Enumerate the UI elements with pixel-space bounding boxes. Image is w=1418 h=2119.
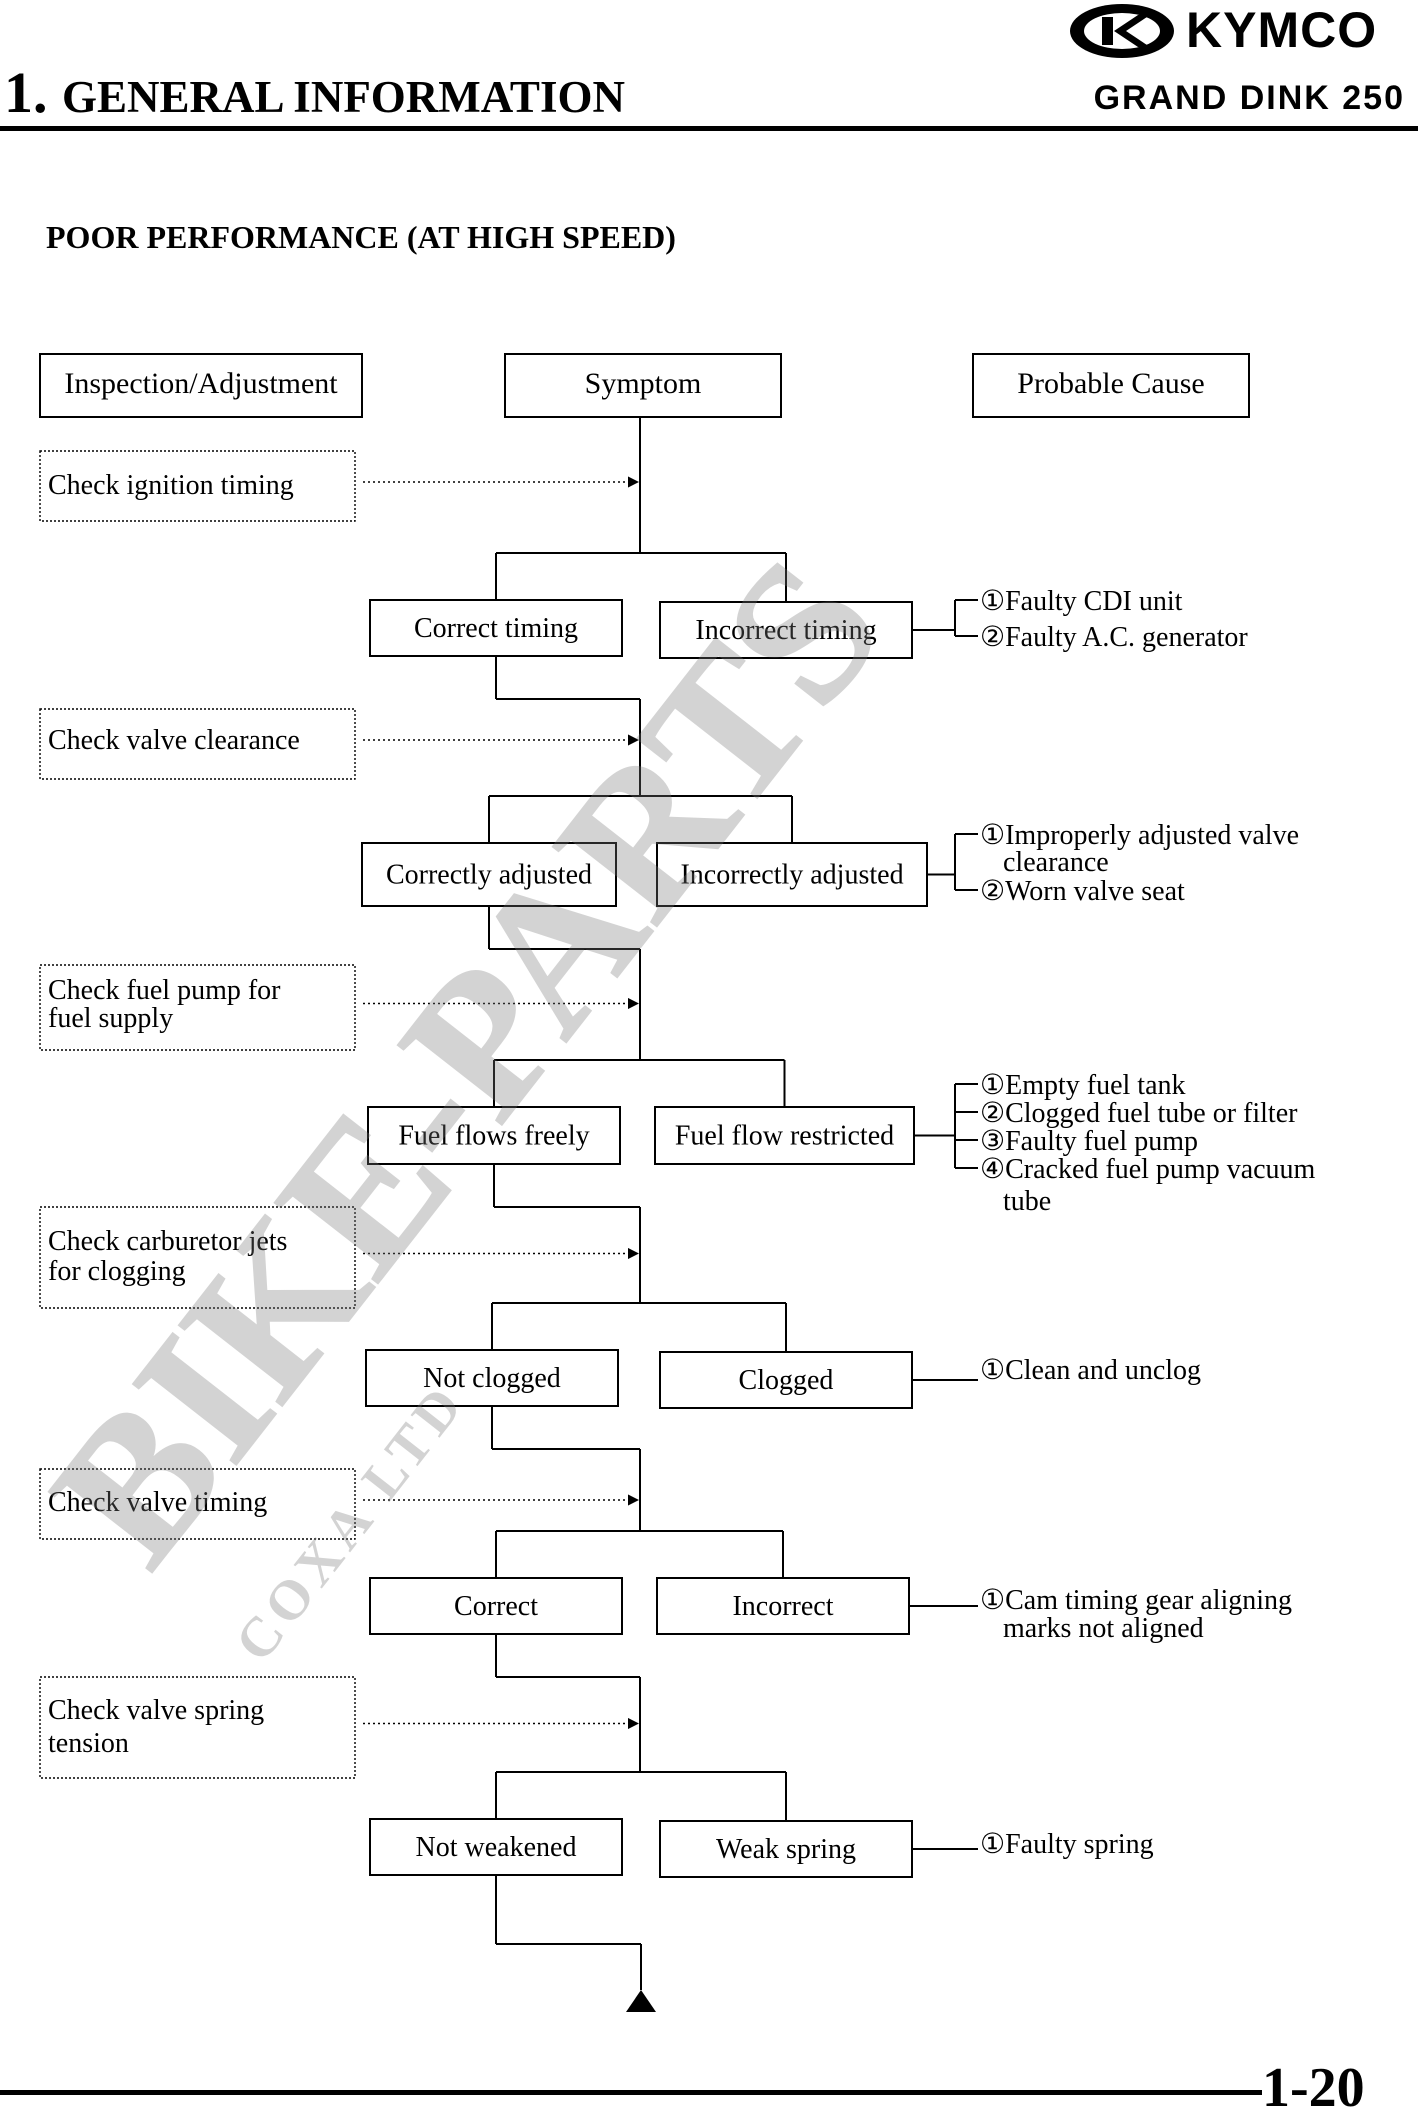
section-title: POOR PERFORMANCE (AT HIGH SPEED) (46, 219, 676, 255)
cause-text: ②Faulty A.C. generator (980, 622, 1248, 653)
cause-text: ①Faulty CDI unit (980, 586, 1183, 617)
check-box (39, 708, 356, 780)
ok-symptom-box (369, 599, 623, 657)
model-name: GRAND DINK 250 (1094, 79, 1405, 117)
check-label: for clogging (48, 1256, 186, 1287)
chapter-number: 1. (4, 60, 48, 125)
check-label: Check valve spring (48, 1695, 264, 1726)
cause-text: ①Improperly adjusted valve (980, 820, 1299, 851)
ok-symptom-label: Correctly adjusted (386, 860, 592, 891)
ok-symptom-label: Not weakened (416, 1832, 577, 1863)
ng-symptom-box (656, 1577, 910, 1635)
ng-symptom-box (659, 1351, 913, 1409)
watermark: BIKE-PARTS COXA LTD (10, 519, 925, 1673)
cause-text: ①Empty fuel tank (980, 1070, 1186, 1101)
brand-name: KYMCO (1186, 2, 1377, 58)
page-header: 1. GENERAL INFORMATION KYMCO GRAND DINK … (0, 2, 1418, 131)
ng-symptom-label: Clogged (739, 1365, 834, 1396)
check-label: Check ignition timing (48, 470, 294, 501)
check-label: fuel supply (48, 1003, 173, 1034)
ng-symptom-box (659, 1820, 913, 1878)
cause-header: Probable Cause (1017, 367, 1204, 400)
check-label: Check valve timing (48, 1487, 267, 1518)
ng-symptom-box (659, 601, 913, 659)
ok-symptom-label: Correct timing (414, 613, 578, 644)
ok-symptom-label: Not clogged (423, 1363, 561, 1394)
ok-symptom-label: Correct (454, 1591, 538, 1622)
ok-symptom-label: Fuel flows freely (398, 1121, 589, 1152)
ok-symptom-box (365, 1349, 619, 1407)
header-rule (0, 126, 1418, 131)
footer-rule (0, 2090, 1262, 2095)
ok-symptom-box (367, 1106, 621, 1165)
ng-symptom-box (654, 1106, 915, 1165)
cause-text: ③Faulty fuel pump (980, 1126, 1198, 1157)
kymco-logo: KYMCO (1070, 2, 1377, 58)
cause-text: ②Clogged fuel tube or filter (980, 1098, 1298, 1129)
check-box (39, 450, 356, 522)
cause-text: marks not aligned (1003, 1613, 1204, 1644)
page-footer: 1-20 (0, 2057, 1365, 2119)
check-box (39, 1676, 356, 1779)
ng-symptom-label: Weak spring (716, 1834, 856, 1865)
ng-symptom-box (656, 842, 928, 907)
check-label: Check valve clearance (48, 725, 300, 756)
check-box (39, 1468, 356, 1540)
cause-text: ①Clean and unclog (980, 1355, 1201, 1386)
cause-text: ①Cam timing gear aligning (980, 1585, 1292, 1616)
cause-text: tube (1003, 1186, 1051, 1217)
check-box (39, 964, 356, 1051)
ok-symptom-box (361, 842, 617, 907)
cause-text: clearance (1003, 847, 1109, 878)
kymco-emblem-icon (1070, 4, 1174, 58)
cause-text: ②Worn valve seat (980, 876, 1185, 907)
column-headers: Inspection/Adjustment Symptom Probable C… (39, 353, 1250, 418)
ng-symptom-label: Incorrect timing (695, 615, 876, 646)
check-label: Check fuel pump for (48, 975, 281, 1006)
ng-symptom-label: Incorrectly adjusted (680, 860, 903, 891)
chapter-title: GENERAL INFORMATION (62, 72, 625, 122)
symptom-header: Symptom (585, 367, 702, 400)
check-label: Check carburetor jets (48, 1226, 287, 1257)
check-box (39, 1206, 356, 1309)
ok-symptom-box (369, 1818, 623, 1876)
inspection-header: Inspection/Adjustment (64, 367, 338, 400)
check-label: tension (48, 1728, 129, 1759)
cause-text: ④Cracked fuel pump vacuum (980, 1154, 1316, 1185)
ng-symptom-label: Incorrect (732, 1591, 833, 1622)
page-number: 1-20 (1262, 2057, 1365, 2114)
cause-header-box (972, 353, 1250, 418)
symptom-header-box (504, 353, 782, 418)
ng-symptom-label: Fuel flow restricted (675, 1121, 894, 1152)
continue-arrow-icon (626, 1990, 656, 2012)
watermark-main: BIKE-PARTS (11, 520, 924, 1602)
cause-text: ①Faulty spring (980, 1829, 1154, 1860)
ok-symptom-box (369, 1577, 623, 1635)
inspection-header-box (39, 353, 363, 418)
